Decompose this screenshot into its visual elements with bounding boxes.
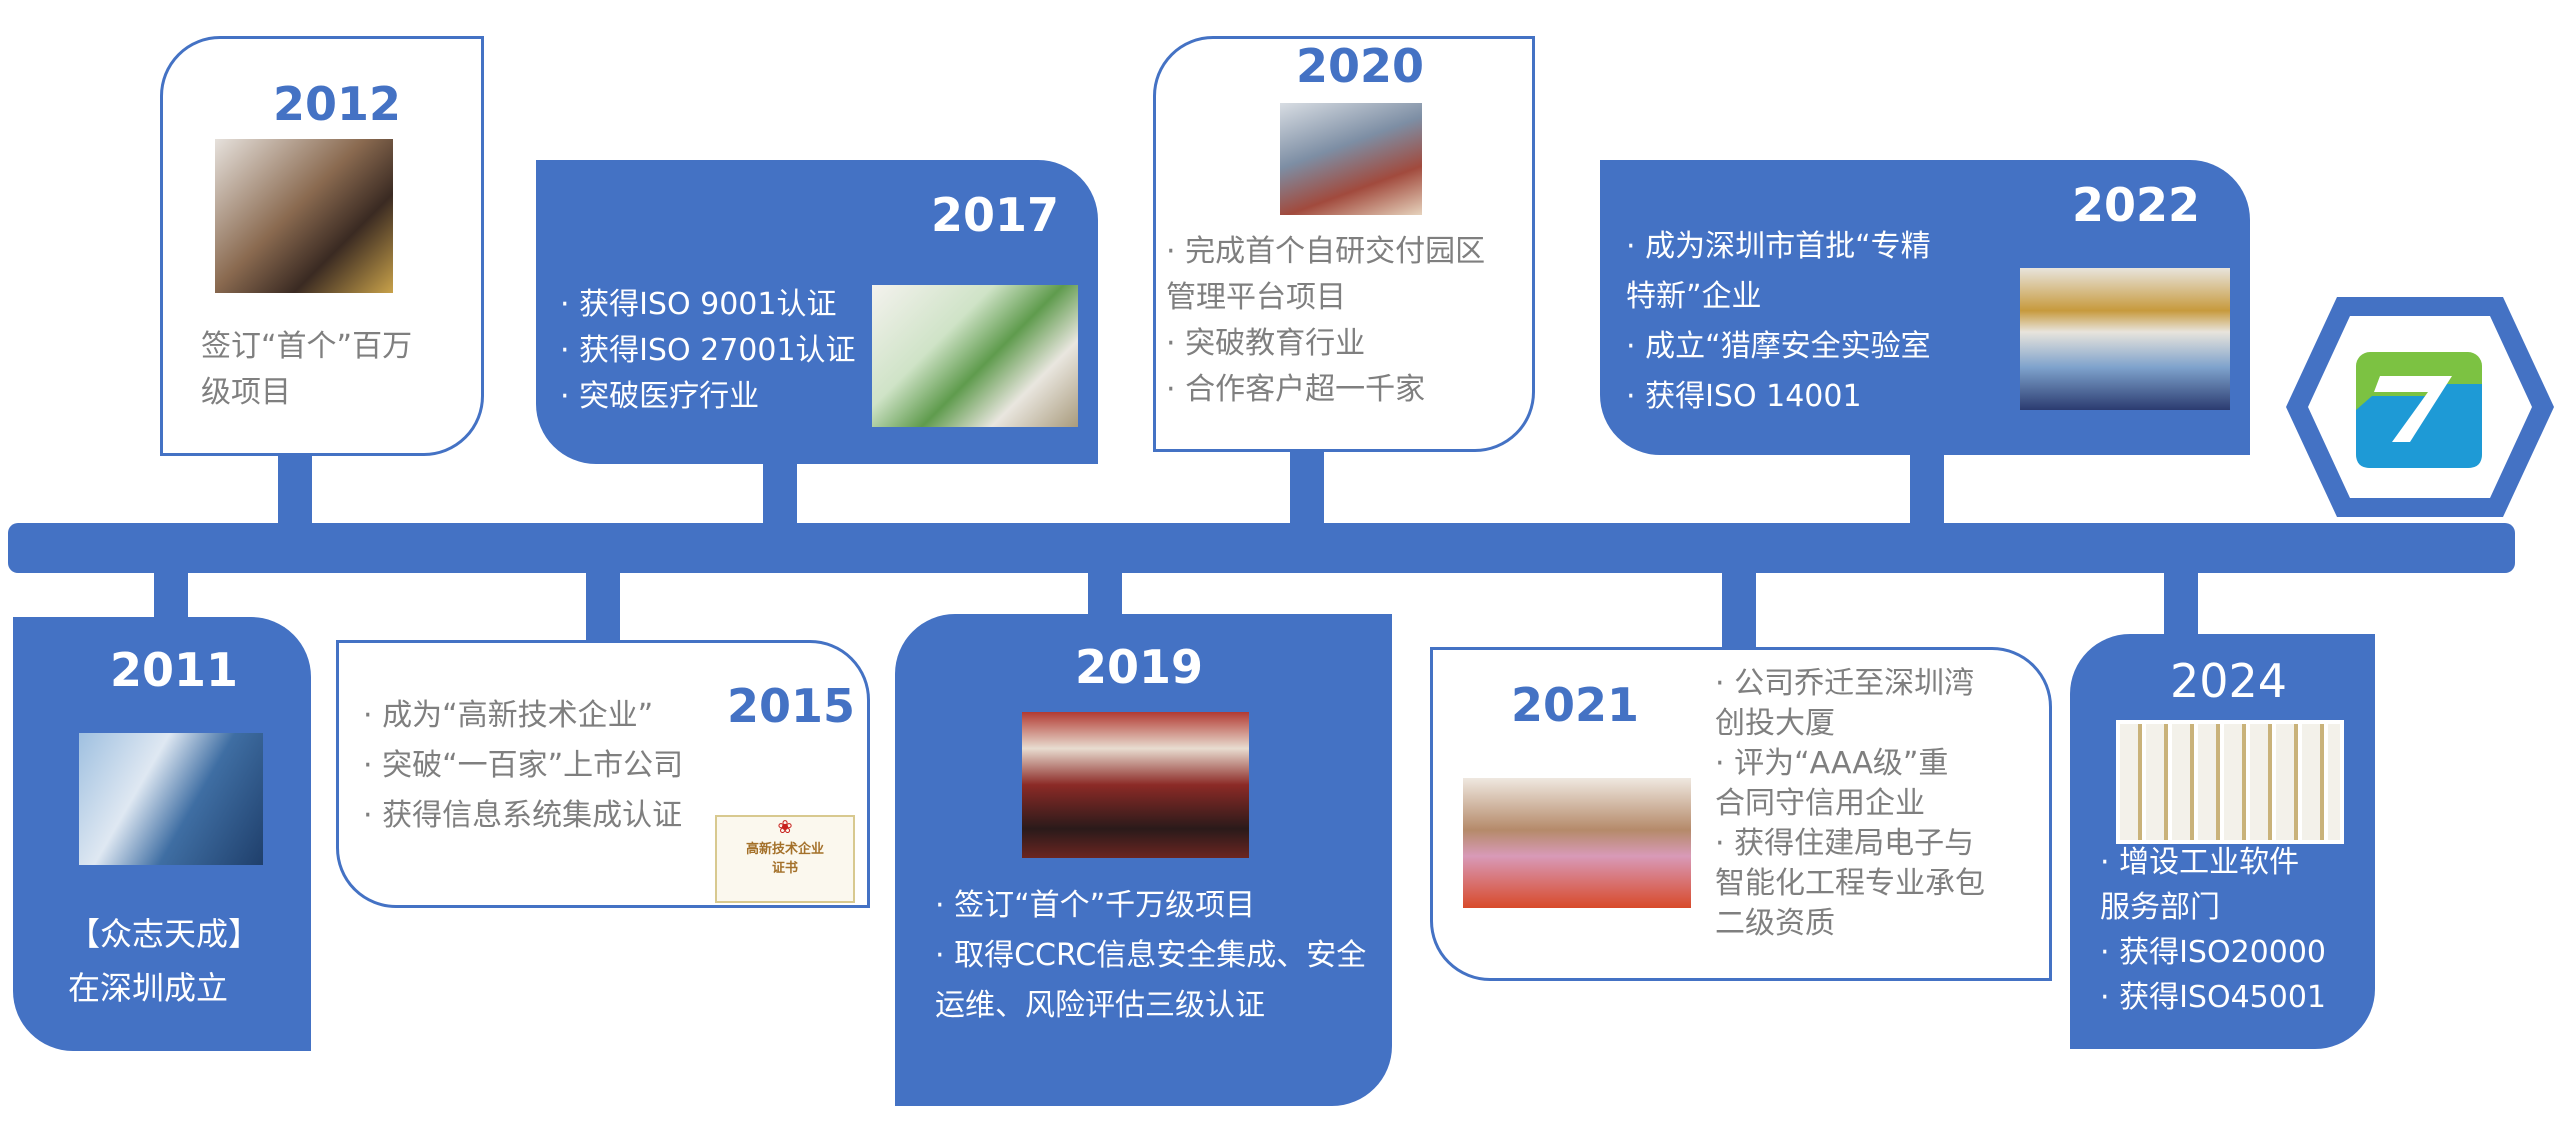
lab-photo	[2020, 268, 2230, 410]
connector-2019	[1088, 565, 1122, 617]
year-label: 2015	[727, 679, 856, 733]
milestone-card-2022: 2022 · 成为深圳市首批“专精特新”企业· 成立“猎摩安全实验室· 获得IS…	[1600, 160, 2250, 455]
ceremony-photo	[215, 139, 393, 293]
milestone-card-2019: 2019 · 签订“首个”千万级项目· 取得CCRC信息安全集成、安全运维、风险…	[895, 614, 1392, 1106]
year-label: 2011	[110, 643, 239, 697]
milestone-text: · 公司乔迁至深圳湾创投大厦· 评为“AAA级”重合同守信用企业· 获得住建局电…	[1715, 666, 1985, 941]
certificate-image: ❀ 高新技术企业 证书	[715, 815, 855, 903]
connector-2011	[154, 565, 188, 620]
connector-2021	[1722, 565, 1756, 650]
milestone-text: 【众志天成】在深圳成立	[68, 915, 261, 1007]
team-photo	[1280, 103, 1422, 215]
year-label: 2012	[273, 77, 402, 131]
milestone-text: · 成为深圳市首批“专精特新”企业· 成立“猎摩安全实验室· 获得ISO 140…	[1626, 229, 1931, 414]
company-logo-icon	[2286, 297, 2554, 517]
milestone-card-2012: 2012 签订“首个”百万级项目	[160, 36, 484, 456]
milestone-text: · 完成首个自研交付园区管理平台项目· 突破教育行业· 合作客户超一千家	[1166, 234, 1486, 407]
milestone-card-2015: 2015 · 成为“高新技术企业”· 突破“一百家”上市公司· 获得信息系统集成…	[336, 640, 870, 908]
milestone-card-2020: 2020 · 完成首个自研交付园区管理平台项目· 突破教育行业· 合作客户超一千…	[1153, 36, 1535, 452]
year-label: 2024	[2170, 654, 2288, 708]
connector-2024	[2164, 565, 2198, 637]
office-photo	[1463, 778, 1691, 908]
milestone-card-2011: 2011 【众志天成】在深圳成立	[13, 617, 311, 1051]
award-photo	[872, 285, 1078, 427]
milestone-card-2021: 2021 · 公司乔迁至深圳湾创投大厦· 评为“AAA级”重合同守信用企业· 获…	[1430, 647, 2052, 981]
timeline-bar	[8, 523, 2515, 573]
building-photo	[79, 733, 263, 865]
year-label: 2019	[1075, 640, 1204, 694]
milestone-card-2024: 2024 · 增设工业软件服务部门· 获得ISO20000· 获得ISO4500…	[2070, 634, 2375, 1049]
connector-2022	[1910, 450, 1944, 530]
connector-2015	[586, 565, 620, 643]
milestone-text: · 成为“高新技术企业”· 突破“一百家”上市公司· 获得信息系统集成认证	[363, 698, 684, 833]
milestone-text: 签订“首个”百万级项目	[201, 329, 413, 410]
year-label: 2017	[931, 188, 1060, 242]
year-label: 2022	[2072, 178, 2201, 232]
connector-2012	[278, 450, 312, 530]
year-label: 2021	[1511, 678, 1640, 732]
milestone-text: · 签订“首个”千万级项目· 取得CCRC信息安全集成、安全运维、风险评估三级认…	[935, 888, 1367, 1023]
year-label: 2020	[1296, 39, 1425, 93]
milestone-text: · 获得ISO 9001认证· 获得ISO 27001认证· 突破医疗行业	[560, 287, 856, 414]
milestone-card-2017: 2017 · 获得ISO 9001认证· 获得ISO 27001认证· 突破医疗…	[536, 160, 1098, 464]
milestone-text: · 增设工业软件服务部门· 获得ISO20000· 获得ISO45001	[2100, 845, 2327, 1015]
certificates-image	[2116, 720, 2344, 844]
group-photo	[1022, 712, 1249, 858]
connector-2017	[763, 460, 797, 530]
connector-2020	[1290, 448, 1324, 528]
